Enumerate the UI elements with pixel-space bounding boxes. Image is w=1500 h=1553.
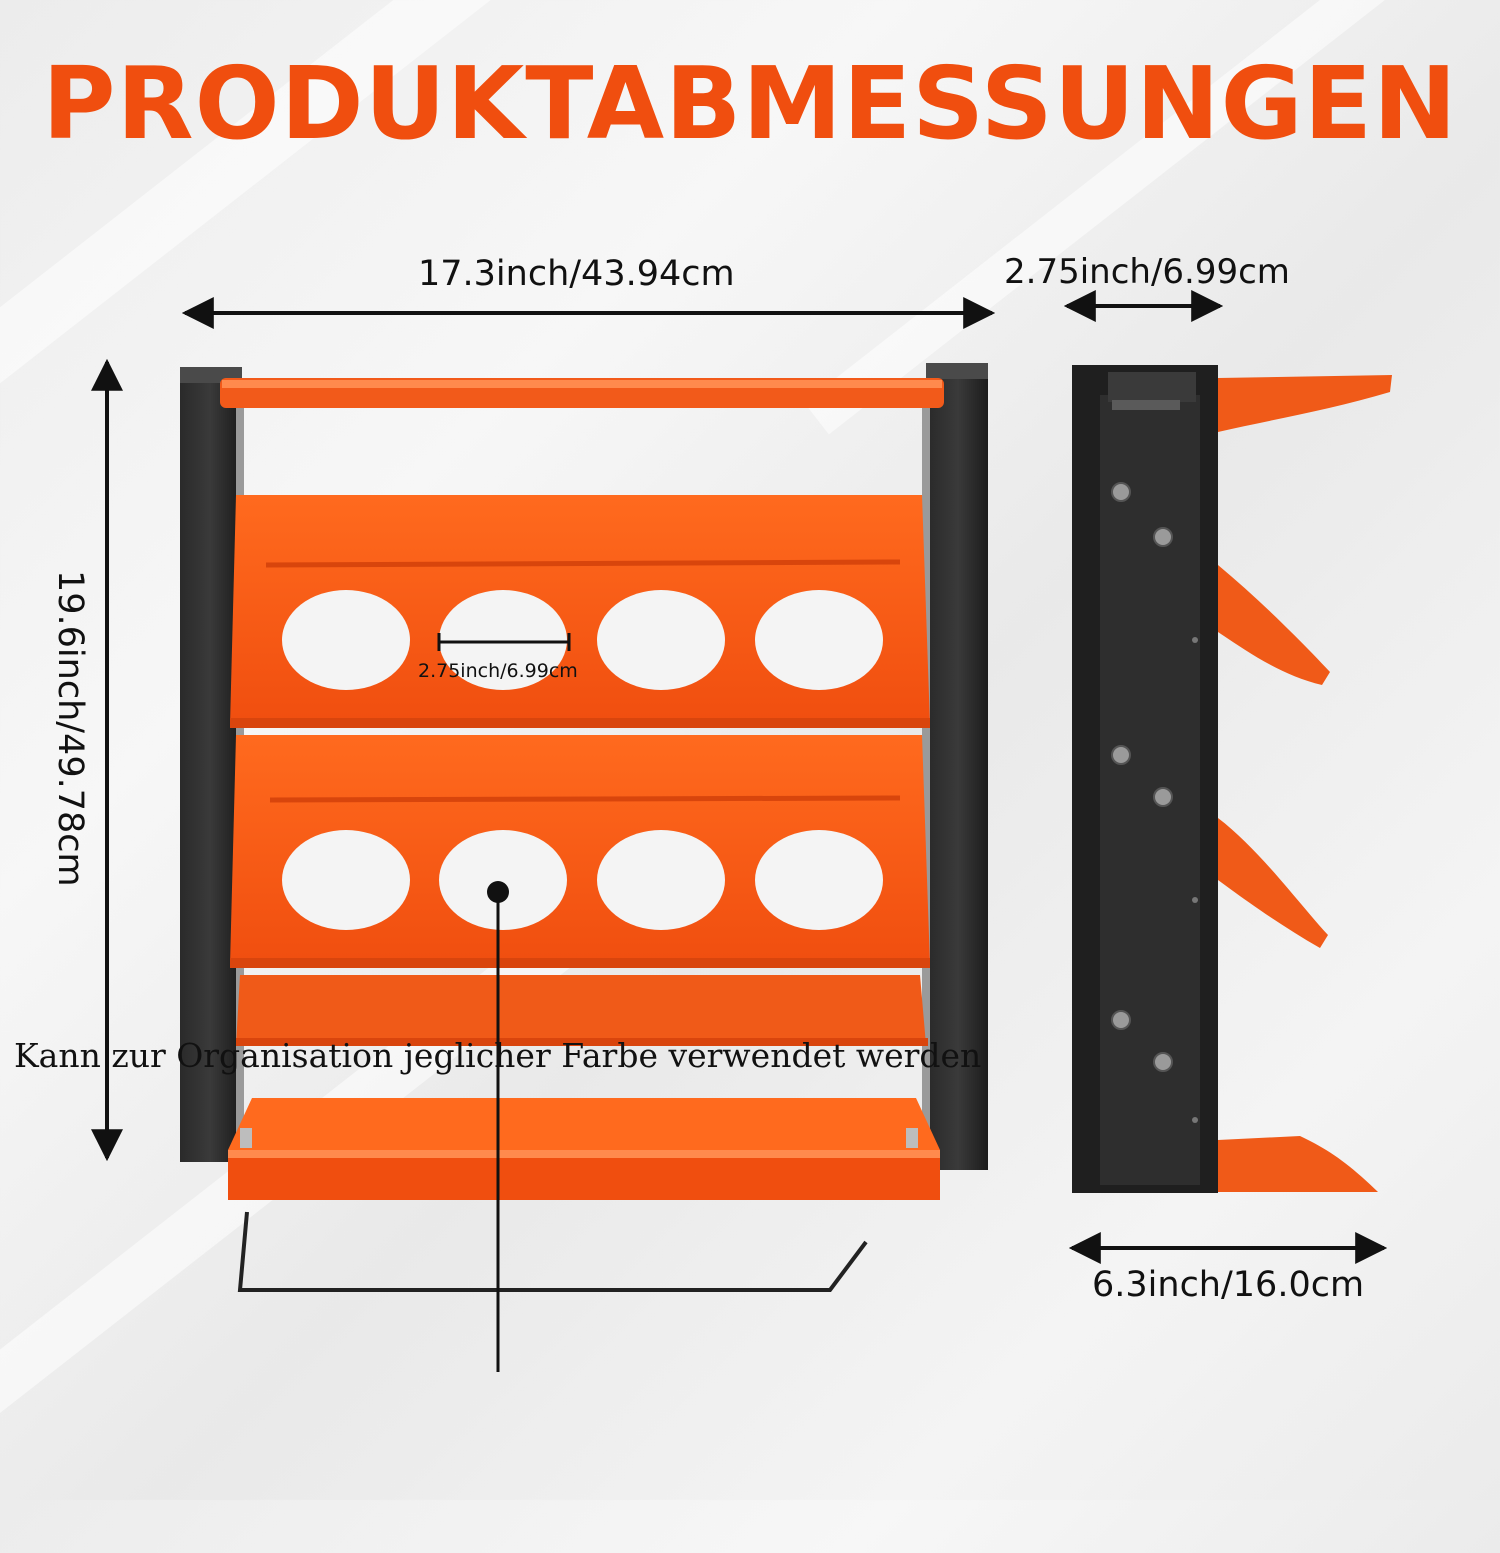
- shelf-2-hole: [597, 830, 725, 930]
- shelf-3: [236, 975, 926, 1045]
- page-title: PRODUKTABMESSUNGEN: [42, 45, 1458, 162]
- screw-icon: [1111, 482, 1131, 502]
- screw-icon: [1153, 527, 1173, 547]
- depth-top-label: 2.75inch/6.99cm: [1004, 252, 1290, 292]
- side-shelf-2: [1218, 818, 1328, 948]
- side-top-rod: [1218, 375, 1392, 432]
- shelf-2-hole: [282, 830, 410, 930]
- shelf-1-hole: [597, 590, 725, 690]
- towel-holder: [237, 1211, 868, 1292]
- screw-icon: [1153, 1052, 1173, 1072]
- screw-icon: [1153, 787, 1173, 807]
- screw-icon: [1111, 745, 1131, 765]
- screw-icon: [1111, 1010, 1131, 1030]
- caption: Kann zur Organisation jeglicher Farbe ve…: [14, 1036, 982, 1075]
- shelf-2-hole: [755, 830, 883, 930]
- depth-bottom-label: 6.3inch/16.0cm: [1092, 1265, 1365, 1305]
- product-illustration: [91, 290, 1392, 1372]
- shelf-2: [230, 735, 930, 965]
- side-tray: [1218, 1136, 1378, 1192]
- side-view: [1072, 365, 1392, 1193]
- shelf-1-hole: [439, 590, 567, 690]
- side-shelf-1: [1218, 565, 1330, 685]
- left-post: [180, 370, 240, 1162]
- height-label: 19.6inch/49.78cm: [50, 570, 90, 887]
- shelf-1-hole: [755, 590, 883, 690]
- bottom-tray: [228, 1098, 940, 1150]
- shelf-1: [230, 495, 930, 725]
- right-post: [928, 366, 988, 1170]
- shelf-2-hole: [439, 830, 567, 930]
- front-view: [180, 363, 988, 1372]
- width-label: 17.3inch/43.94cm: [418, 254, 735, 294]
- hole-diameter-label: 2.75inch/6.99cm: [418, 660, 578, 682]
- shelf-1-hole: [282, 590, 410, 690]
